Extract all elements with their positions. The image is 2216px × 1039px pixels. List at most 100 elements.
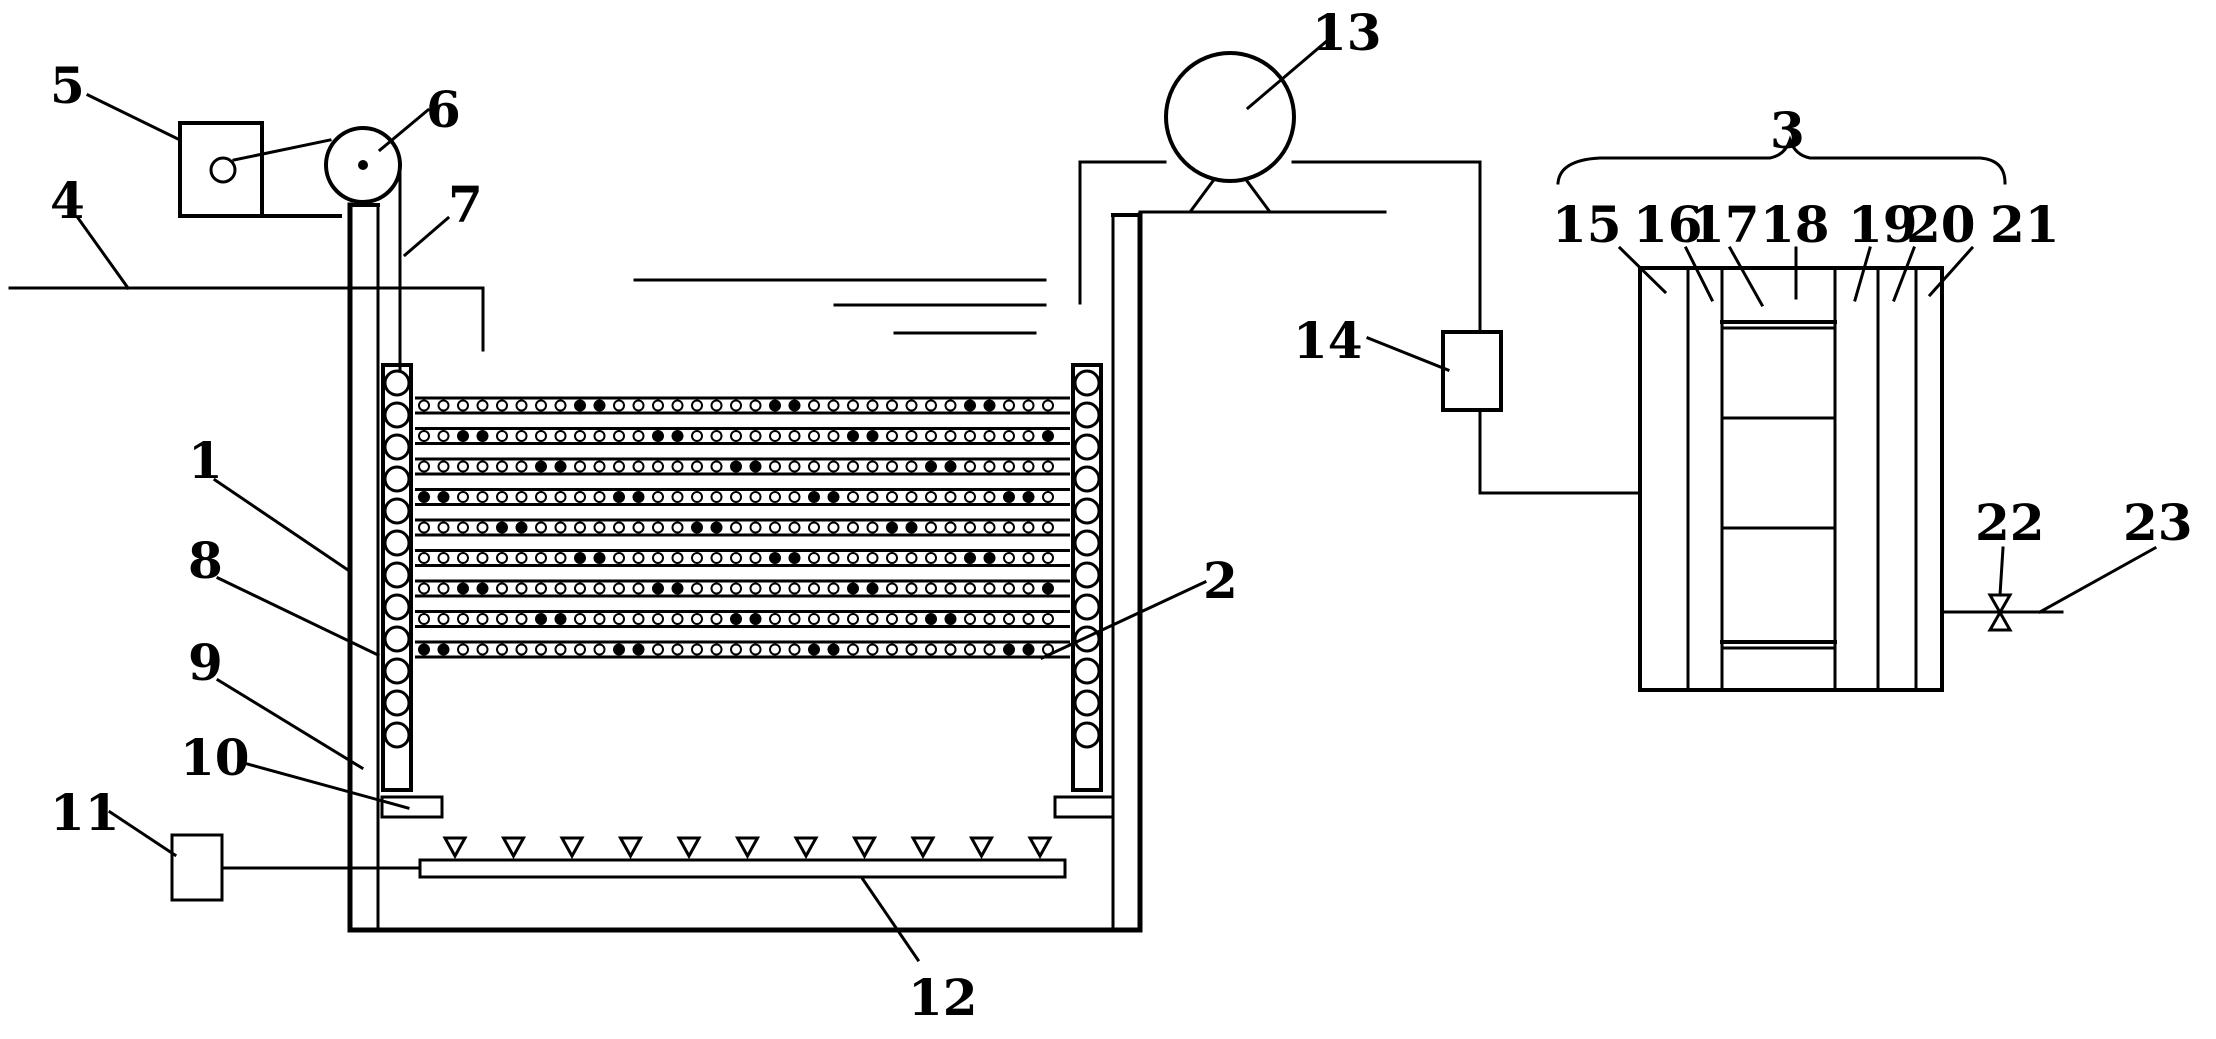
diffuser-icon — [676, 836, 702, 860]
filter-unit — [1556, 135, 2007, 692]
membrane-fiber-icon — [983, 521, 996, 534]
membrane-fiber-icon — [535, 430, 547, 442]
membrane-fiber-icon — [418, 460, 430, 473]
membrane-fiber-icon — [827, 460, 840, 473]
membrane-fiber-icon — [574, 643, 586, 656]
membrane-fiber-icon — [749, 643, 762, 656]
membrane-fiber-icon — [476, 552, 489, 564]
membrane-fiber-icon — [632, 643, 645, 656]
membrane-fiber-icon — [554, 399, 567, 412]
leader-6 — [377, 107, 431, 153]
membrane-fiber-icon — [1022, 582, 1035, 595]
membrane-fiber-icon — [866, 643, 879, 656]
callout-labels: 5 6 7 4 1 8 9 10 11 2 12 13 14 3 15 16 1… — [50, 3, 2193, 1027]
membrane-fiber-icon — [808, 460, 820, 473]
left-roller-icon — [383, 561, 411, 589]
membrane-fiber-icon — [1003, 552, 1015, 564]
membrane-fiber-icon — [710, 552, 723, 564]
leader-16 — [1683, 245, 1715, 303]
membrane-fiber-icon — [905, 552, 918, 564]
membrane-fiber-icon — [671, 399, 684, 412]
membrane-fiber-icon — [554, 613, 567, 625]
membrane-fiber-icon — [983, 643, 996, 656]
membrane-fiber-icon — [457, 582, 469, 595]
membrane-fiber-icon — [944, 613, 957, 625]
treatment-tank — [347, 202, 1143, 933]
membrane-fiber-icon — [710, 430, 723, 442]
aeration-pipe — [418, 858, 1067, 879]
membrane-row — [415, 579, 1070, 598]
leader-7 — [402, 215, 451, 258]
left-roller-icon — [383, 433, 411, 461]
membrane-fiber-icon — [691, 491, 703, 503]
membrane-fiber-icon — [593, 521, 606, 534]
membrane-fiber-icon — [847, 552, 859, 564]
membrane-fiber-icon — [437, 613, 450, 625]
label-4: 4 — [50, 171, 85, 230]
drive-belt-top — [232, 138, 332, 162]
membrane-fiber-icon — [769, 491, 781, 503]
membrane-fiber-icon — [749, 491, 762, 503]
membrane-fiber-icon — [710, 613, 723, 625]
membrane-fiber-icon — [457, 643, 469, 656]
membrane-fiber-icon — [769, 521, 781, 534]
diffuser-icon — [442, 836, 468, 860]
membrane-fiber-icon — [866, 582, 879, 595]
membrane-fiber-icon — [593, 399, 606, 412]
label-18: 18 — [1760, 195, 1830, 254]
membrane-fiber-icon — [1022, 613, 1035, 625]
membrane-fiber-icon — [457, 613, 469, 625]
membrane-fiber-icon — [476, 399, 489, 412]
membrane-fiber-icon — [515, 582, 528, 595]
membrane-fiber-icon — [457, 552, 469, 564]
membrane-fiber-icon — [983, 491, 996, 503]
membrane-fiber-icon — [515, 399, 528, 412]
label-11: 11 — [50, 783, 120, 842]
membrane-fiber-icon — [730, 552, 742, 564]
membrane-fiber-icon — [749, 430, 762, 442]
membrane-fiber-icon — [983, 552, 996, 564]
membrane-fiber-icon — [515, 430, 528, 442]
membrane-fiber-icon — [652, 552, 664, 564]
membrane-fiber-icon — [710, 491, 723, 503]
membrane-fiber-icon — [749, 582, 762, 595]
membrane-fiber-icon — [944, 643, 957, 656]
membrane-fiber-icon — [730, 430, 742, 442]
membrane-row — [415, 640, 1070, 659]
membrane-fiber-icon — [437, 491, 450, 503]
membrane-fiber-icon — [749, 521, 762, 534]
left-roller-icon — [383, 721, 411, 749]
membrane-fiber-icon — [418, 582, 430, 595]
membrane-fiber-icon — [944, 430, 957, 442]
leader-15 — [1617, 245, 1668, 295]
membrane-fiber-icon — [866, 552, 879, 564]
aeration-system — [170, 833, 1067, 902]
discharge-pipe-top — [1291, 160, 1482, 334]
membrane-fiber-icon — [1003, 613, 1015, 625]
membrane-fiber-icon — [847, 430, 859, 442]
membrane-row — [415, 549, 1070, 567]
membrane-fiber-icon — [535, 521, 547, 534]
membrane-fiber-icon — [515, 552, 528, 564]
right-roller-icon — [1073, 401, 1101, 429]
platform-line — [8, 286, 485, 352]
label-17: 17 — [1690, 195, 1760, 254]
leader-2 — [1040, 580, 1207, 660]
leader-12 — [859, 875, 921, 963]
label-13: 13 — [1312, 3, 1382, 62]
membrane-fiber-icon — [827, 399, 840, 412]
membrane-fiber-icon — [593, 430, 606, 442]
membrane-fiber-icon — [710, 460, 723, 473]
membrane-fiber-icon — [808, 643, 820, 656]
membrane-fiber-icon — [944, 582, 957, 595]
label-22: 22 — [1975, 493, 2045, 552]
membrane-fiber-icon — [788, 552, 801, 564]
membrane-fiber-icon — [418, 643, 430, 656]
membrane-row — [415, 457, 1070, 476]
membrane-fiber-icon — [905, 491, 918, 503]
blower-box — [170, 833, 224, 902]
membrane-fiber-icon — [905, 582, 918, 595]
membrane-fiber-icon — [964, 460, 976, 473]
leader-22 — [1998, 546, 2005, 597]
